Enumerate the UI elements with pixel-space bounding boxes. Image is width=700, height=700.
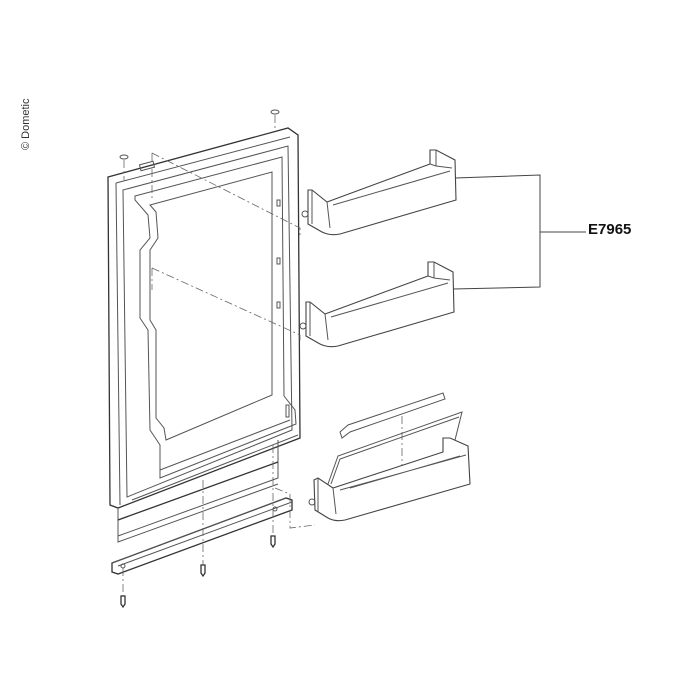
door-shelf-middle [299,261,455,348]
shelf-wire-rail [327,411,463,485]
hinge-pins [119,109,280,180]
bottom-panel [117,440,279,543]
shelf-strip [339,392,446,439]
door-shelf-lower [308,392,471,522]
door-frame [107,127,301,509]
mounting-bracket [111,497,293,575]
assembly-lines [151,152,403,529]
door-shelf-upper [301,149,457,236]
part-number-label: E7965 [588,221,632,238]
screws [120,445,276,609]
leader-lines [452,174,586,290]
